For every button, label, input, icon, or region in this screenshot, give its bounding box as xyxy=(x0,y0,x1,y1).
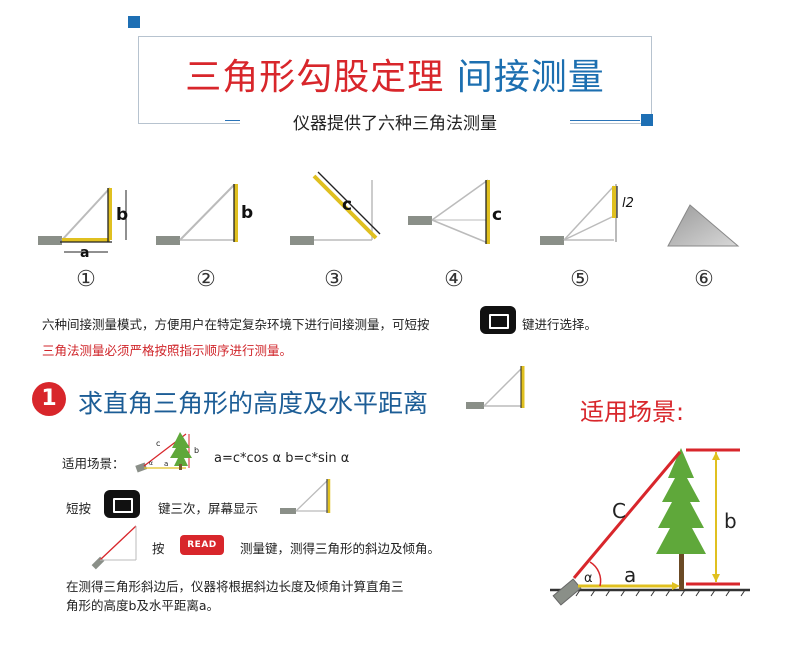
label-l2: l2 xyxy=(622,196,634,211)
mode-2-diagram: b xyxy=(156,184,253,245)
section-badge: 1 xyxy=(32,382,66,416)
subtitle: 仪器提供了六种三角法测量 xyxy=(293,114,497,134)
subtitle-line-right xyxy=(540,120,640,121)
scene-title: 适用场景: xyxy=(580,398,685,426)
page-title: 三角形勾股定理 间接测量 xyxy=(0,48,790,100)
section-mode-icon xyxy=(466,366,525,409)
mode-number-5[interactable]: ⑤ xyxy=(570,267,590,292)
modes-diagram: b a b c c l2 xyxy=(38,171,740,260)
scene-label-b: b xyxy=(724,509,737,533)
label-b: b xyxy=(241,203,253,223)
note-line-2: 角形的高度b及水平距离a。 xyxy=(66,598,220,613)
mode-number-1[interactable]: ① xyxy=(76,267,96,292)
title-red: 三角形勾股定理 xyxy=(185,57,445,98)
mini-tree-diagram: c b a α xyxy=(135,432,199,473)
label-c: c xyxy=(342,195,352,215)
screen-display-icon xyxy=(280,479,331,514)
description-warning: 三角法测量必须严格按照指示顺序进行测量。 xyxy=(42,343,293,358)
label-a: a xyxy=(80,245,89,260)
subtitle-bg xyxy=(240,106,570,130)
scene-label-alpha: α xyxy=(584,571,593,586)
label-b: b xyxy=(116,205,128,225)
mode-key-button-small[interactable] xyxy=(104,490,140,518)
svg-text:a: a xyxy=(164,460,168,468)
mode-key-icon xyxy=(489,314,509,329)
label-c: c xyxy=(492,205,502,225)
mode-key-button[interactable] xyxy=(480,306,516,334)
press-label-before: 短按 xyxy=(66,501,92,516)
svg-text:b: b xyxy=(194,446,199,455)
scene-label-c: C xyxy=(612,499,626,523)
hypotenuse-measure-icon xyxy=(91,525,137,570)
mode-6-diagram xyxy=(667,204,740,247)
title-blue: 间接测量 xyxy=(456,57,605,98)
svg-text:c: c xyxy=(156,439,160,448)
mode-number-2[interactable]: ② xyxy=(196,267,216,292)
mode-3-diagram: c xyxy=(290,171,381,245)
svg-text:α: α xyxy=(149,460,153,467)
scene-label: 适用场景： xyxy=(62,456,125,471)
tree-trunk xyxy=(679,550,684,590)
description-line-1: 六种间接测量模式，方便用户在特定复杂环境下进行间接测量，可短按 xyxy=(42,317,430,332)
device-icon xyxy=(38,236,62,245)
read-label-before: 按 xyxy=(152,541,165,556)
mode-number-4[interactable]: ④ xyxy=(444,267,464,292)
tree-icon xyxy=(656,448,706,554)
mode-4-diagram: c xyxy=(408,179,502,244)
section-title: 求直角三角形的高度及水平距离 xyxy=(78,389,429,418)
device-icon xyxy=(552,578,582,606)
mode-5-diagram: l2 xyxy=(540,184,634,245)
formula: a=c*cos α b=c*sin α xyxy=(214,451,350,466)
mode-number-3[interactable]: ③ xyxy=(324,267,344,292)
mode-number-6[interactable]: ⑥ xyxy=(694,267,714,292)
corner-square-bottom-right xyxy=(641,114,653,126)
note-line-1: 在测得三角形斜边后，仪器将根据斜边长度及倾角计算直角三 xyxy=(66,579,404,594)
scene-illustration: C b a α xyxy=(550,448,750,606)
mode-1-diagram: b a xyxy=(38,187,128,260)
scene-label-a: a xyxy=(624,563,636,587)
mode-key-icon xyxy=(113,498,133,513)
corner-square-top-left xyxy=(128,16,140,28)
read-button[interactable]: READ xyxy=(180,535,224,555)
press-label-after: 键三次，屏幕显示 xyxy=(158,501,259,516)
hypotenuse-line xyxy=(572,451,682,579)
description-line-1-end: 键进行选择。 xyxy=(522,317,598,332)
read-label-after: 测量键，测得三角形的斜边及倾角。 xyxy=(240,541,441,556)
